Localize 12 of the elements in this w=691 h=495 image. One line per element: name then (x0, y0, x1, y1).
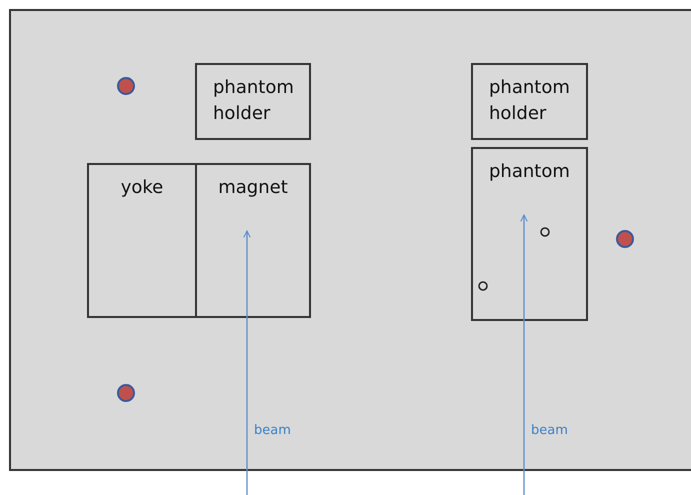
beam-arrow (243, 230, 251, 495)
beam-arrow (520, 214, 528, 495)
node-label: phantom holder (213, 76, 295, 126)
node-label: yoke (120, 176, 164, 200)
holder-box (471, 63, 588, 140)
holder-box (195, 63, 311, 140)
node-label: magnet (217, 176, 289, 200)
magnet-box (195, 163, 311, 318)
phantom-box (471, 147, 588, 321)
yoke-box (87, 163, 197, 318)
node-label: phantom (489, 160, 571, 184)
node-label: phantom holder (489, 76, 571, 126)
